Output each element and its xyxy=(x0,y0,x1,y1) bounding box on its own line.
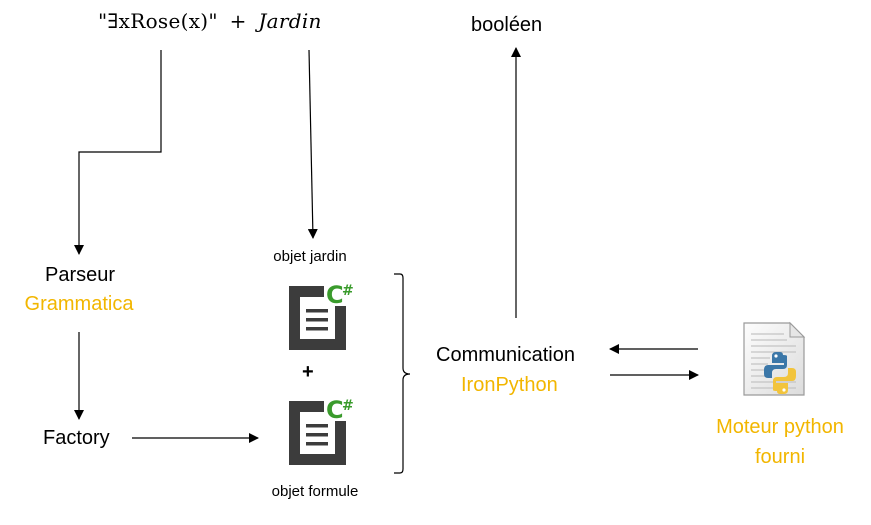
svg-text:C: C xyxy=(326,281,344,309)
curly-brace xyxy=(394,273,411,474)
input-formula: "∃xRose(x)" + Jardin xyxy=(98,11,322,31)
garden-object-label: objet jardin xyxy=(273,248,347,265)
arrow-formula-to-parser xyxy=(74,50,162,255)
plus-sign: + xyxy=(302,361,314,383)
communication-tool: IronPython xyxy=(461,374,558,396)
output-boolean: booléen xyxy=(471,14,543,36)
factory-label: Factory xyxy=(43,427,110,449)
svg-text:C: C xyxy=(326,396,344,424)
csharp-file-icon: C # xyxy=(289,280,358,350)
formula-variable: Jardin xyxy=(258,9,322,33)
communication-label: Communication xyxy=(436,344,575,366)
parser-tool: Grammatica xyxy=(24,293,134,315)
formula-operator: + xyxy=(229,9,247,33)
svg-text:#: # xyxy=(342,283,354,299)
formula-expression: "∃xRose(x)" xyxy=(98,9,218,33)
svg-text:#: # xyxy=(342,398,354,414)
engine-label-line2: fourni xyxy=(754,446,806,468)
python-file-icon xyxy=(743,321,806,396)
arrow-jardin-to-garden-object xyxy=(307,49,318,239)
engine-label-line1: Moteur python xyxy=(716,416,844,438)
formula-object-label: objet formule xyxy=(271,483,359,500)
parser-label: Parseur xyxy=(44,264,116,286)
csharp-file-icon: C # xyxy=(289,395,358,465)
